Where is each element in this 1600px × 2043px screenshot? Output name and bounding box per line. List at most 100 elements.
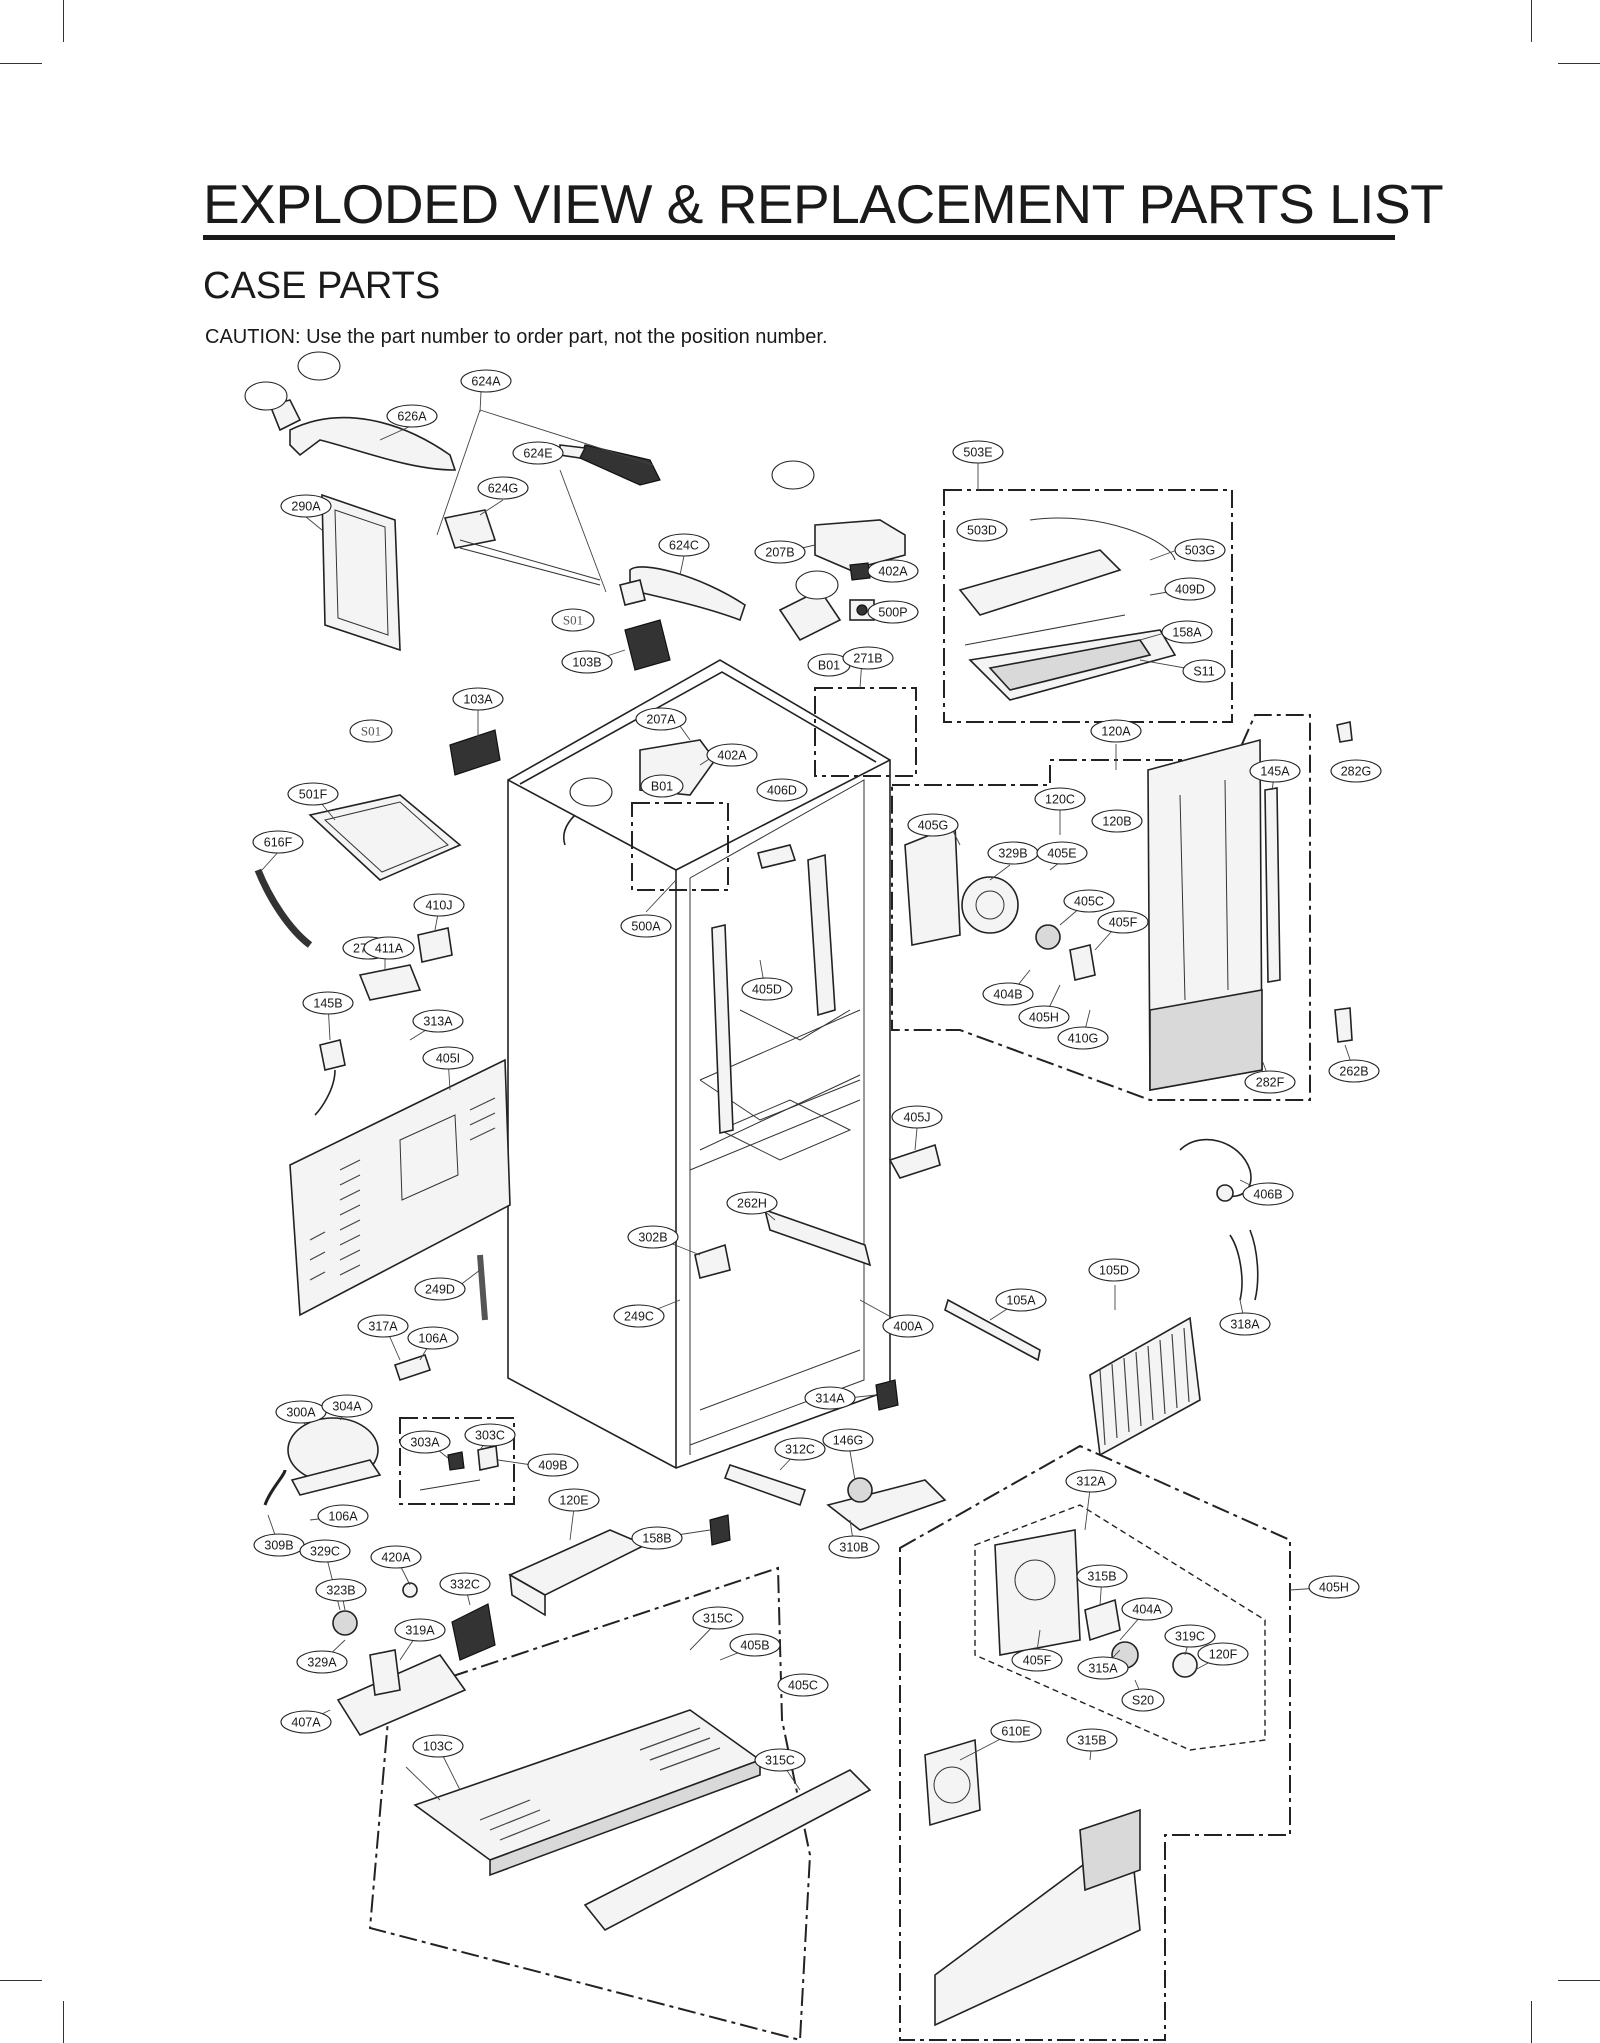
callout-158b: 158B bbox=[631, 1526, 683, 1550]
callout-bubble bbox=[287, 782, 339, 806]
callout-bubble bbox=[995, 1288, 1047, 1312]
callout-text: 103A bbox=[463, 693, 493, 707]
callout-bubble bbox=[1164, 577, 1216, 601]
callout-bubble bbox=[804, 1386, 856, 1410]
callout-text: 411A bbox=[375, 942, 404, 956]
callout-329c: 329C bbox=[299, 1539, 351, 1563]
callout-text: 616F bbox=[264, 836, 293, 850]
callout-text: 405C bbox=[788, 1679, 818, 1693]
boundary-271d bbox=[631, 802, 729, 891]
callout-411a: 411A bbox=[363, 936, 415, 960]
callout-329a: 329A bbox=[296, 1650, 348, 1674]
callout-text: 407A bbox=[291, 1716, 321, 1730]
blank-callout-bubble bbox=[569, 777, 613, 807]
callout-bubble bbox=[1174, 538, 1226, 562]
callout-bubble bbox=[658, 533, 710, 557]
callout-text: 405D bbox=[752, 983, 782, 997]
cabinet bbox=[507, 659, 891, 1469]
callout-bubble bbox=[1244, 1070, 1296, 1094]
callout-315c: 315C bbox=[692, 1606, 744, 1630]
callout-s11: S11 bbox=[1182, 659, 1226, 683]
callout-bubble bbox=[370, 1545, 422, 1569]
callout-bubble bbox=[412, 1009, 464, 1033]
callout-text: 120B bbox=[1102, 815, 1131, 829]
callout-text: 409D bbox=[1175, 583, 1205, 597]
callout-bubble bbox=[477, 476, 529, 500]
callout-text: 313A bbox=[423, 1015, 453, 1029]
callout-bubble bbox=[631, 1526, 683, 1550]
callout-bubble bbox=[349, 719, 393, 743]
blank-callout-bubble bbox=[244, 381, 288, 411]
boundary-303 bbox=[399, 1417, 515, 1505]
callout-text: 120C bbox=[1045, 793, 1075, 807]
callout-text: 405H bbox=[1319, 1581, 1349, 1595]
callout-bubble bbox=[956, 518, 1008, 542]
callout-bubble bbox=[867, 559, 919, 583]
callout-616f: 616F bbox=[252, 830, 304, 854]
callout-text: 319C bbox=[1175, 1630, 1205, 1644]
callout-404b: 404B bbox=[982, 982, 1034, 1006]
callout-bubble bbox=[706, 743, 758, 767]
title-rule bbox=[203, 235, 1395, 240]
callout-207a: 207A bbox=[635, 707, 687, 731]
callout-402a: 402A bbox=[867, 559, 919, 583]
section-title: CASE PARTS bbox=[203, 265, 441, 307]
callout-503g: 503G bbox=[1174, 538, 1226, 562]
callout-text: 405C bbox=[1074, 895, 1104, 909]
callout-text: 406D bbox=[767, 784, 797, 798]
callout-text: 405F bbox=[1023, 1654, 1052, 1668]
callout-405c: 405C bbox=[1063, 889, 1115, 913]
callout-s01: S01 bbox=[551, 608, 595, 632]
callout-405b: 405B bbox=[729, 1633, 781, 1657]
callout-text: 317A bbox=[368, 1320, 398, 1334]
crop-mark bbox=[1531, 0, 1532, 42]
crop-mark bbox=[63, 0, 64, 42]
callout-text: 400A bbox=[893, 1320, 923, 1334]
callout-bubble bbox=[1121, 1597, 1173, 1621]
callout-bubble bbox=[729, 1633, 781, 1657]
callout-407a: 407A bbox=[280, 1710, 332, 1734]
callout-103a: 103A bbox=[452, 687, 504, 711]
callout-bubble bbox=[1308, 1575, 1360, 1599]
callout-bubble bbox=[1182, 659, 1226, 683]
callout-120e: 120E bbox=[548, 1488, 600, 1512]
callout-text: 323B bbox=[326, 1584, 355, 1598]
callout-145a: 145A bbox=[1249, 759, 1301, 783]
callout-bubble bbox=[1065, 1469, 1117, 1493]
callout-bubble bbox=[777, 1673, 829, 1697]
callout-text: 105D bbox=[1099, 1264, 1129, 1278]
callout-315a: 315A bbox=[1077, 1656, 1129, 1680]
callout-text: 262H bbox=[737, 1197, 767, 1211]
callout-text: 158A bbox=[1172, 626, 1202, 640]
callout-text: 404B bbox=[993, 988, 1022, 1002]
callout-text: 310B bbox=[839, 1541, 868, 1555]
blank-callout-bubble bbox=[297, 351, 341, 381]
crop-mark bbox=[0, 63, 42, 64]
callout-bubble bbox=[280, 1710, 332, 1734]
callout-bubble bbox=[296, 1650, 348, 1674]
callout-text: 405I bbox=[436, 1052, 460, 1066]
callout-text: 249D bbox=[425, 1283, 455, 1297]
callout-text: 303C bbox=[475, 1429, 505, 1443]
callout-bubble bbox=[1330, 759, 1382, 783]
callout-405h: 405H bbox=[1018, 1005, 1070, 1029]
callout-text: 271B bbox=[853, 652, 882, 666]
callout-text: 145A bbox=[1260, 765, 1290, 779]
callout-text: B01 bbox=[651, 780, 673, 794]
callout-bubble bbox=[460, 369, 512, 393]
callout-text: 146G bbox=[833, 1434, 864, 1448]
callout-262b: 262B bbox=[1328, 1059, 1380, 1083]
callout-bubble bbox=[1088, 1258, 1140, 1282]
callout-text: 302B bbox=[638, 1231, 667, 1245]
callout-text: S01 bbox=[361, 724, 381, 739]
callout-405f: 405F bbox=[1011, 1648, 1063, 1672]
callout-text: 405J bbox=[903, 1111, 930, 1125]
callout-text: 501F bbox=[299, 788, 328, 802]
callout-249d: 249D bbox=[414, 1277, 466, 1301]
callout-290a: 290A bbox=[280, 494, 332, 518]
callout-624e: 624E bbox=[512, 441, 564, 465]
callout-text: 105A bbox=[1006, 1294, 1036, 1308]
callout-text: 318A bbox=[1230, 1318, 1260, 1332]
callout-text: 106A bbox=[418, 1332, 448, 1346]
